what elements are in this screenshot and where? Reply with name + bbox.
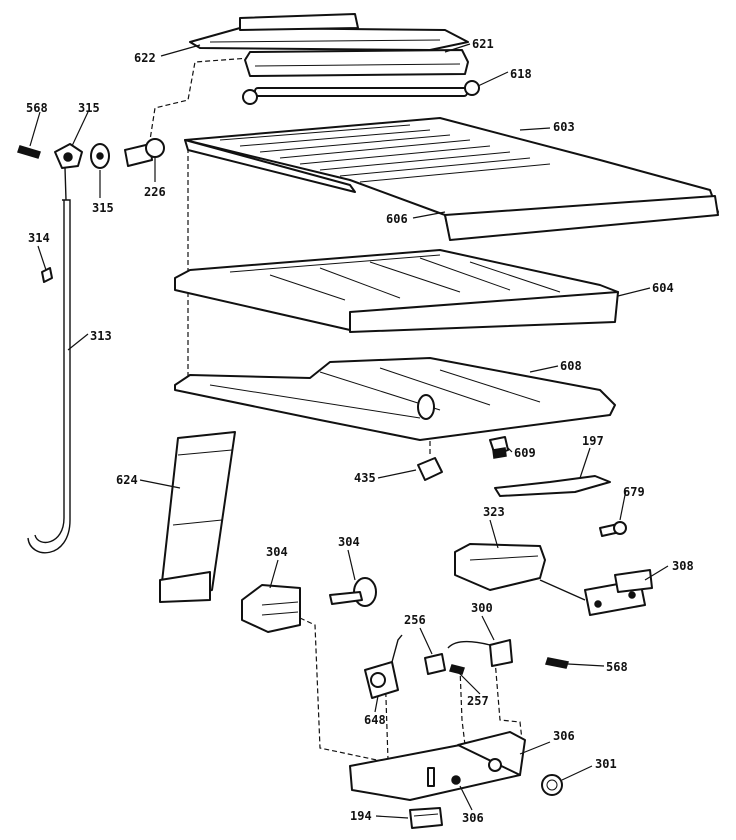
part-304-block [241, 584, 301, 633]
label-435: 435 [354, 471, 376, 485]
part-622-top-cover [189, 13, 469, 51]
label-606: 606 [386, 212, 408, 226]
part-304-damper [329, 577, 377, 607]
part-257-screw [449, 664, 465, 675]
leader-lines [29, 43, 669, 819]
label-315-bottom: 315 [92, 201, 114, 215]
part-323-bracket [454, 543, 586, 601]
part-568-screw-right [545, 657, 569, 669]
label-568-left: 568 [26, 101, 48, 115]
label-256: 256 [404, 613, 426, 627]
label-226: 226 [144, 185, 166, 199]
label-679: 679 [623, 485, 645, 499]
label-568-right: 568 [606, 660, 628, 674]
part-568-screw-left [17, 145, 41, 159]
label-621: 621 [472, 37, 494, 51]
label-306-top: 306 [553, 729, 575, 743]
part-306-housing [349, 731, 526, 801]
label-194: 194 [350, 809, 372, 823]
label-604: 604 [652, 281, 674, 295]
part-labels: 622 621 618 568 315 315 226 603 606 314 … [26, 37, 694, 825]
label-301: 301 [595, 757, 617, 771]
label-622: 622 [134, 51, 156, 65]
part-608-pan [174, 357, 616, 441]
label-323: 323 [483, 505, 505, 519]
label-315-top: 315 [78, 101, 100, 115]
label-618: 618 [510, 67, 532, 81]
part-621-rail [244, 49, 469, 77]
part-609-clip [489, 436, 509, 459]
label-306-bottom: 306 [462, 811, 484, 825]
label-603: 603 [553, 120, 575, 134]
label-257: 257 [467, 694, 489, 708]
part-256-switch [424, 653, 446, 675]
part-679-screw [599, 521, 627, 537]
part-301-knob [541, 774, 563, 796]
assembly-dash-lines [149, 57, 523, 767]
label-300: 300 [471, 601, 493, 615]
label-608: 608 [560, 359, 582, 373]
label-313: 313 [90, 329, 112, 343]
part-300-thermostat [447, 639, 513, 667]
part-315-washer [90, 143, 110, 169]
part-226-tube [124, 138, 165, 167]
part-603-shelf [184, 117, 719, 241]
label-197: 197 [582, 434, 604, 448]
label-308-right: 308 [672, 559, 694, 573]
part-313-drain-tube [27, 167, 71, 554]
part-618-rod [242, 80, 480, 105]
part-308-plate [584, 569, 653, 616]
label-648: 648 [364, 713, 386, 727]
part-194-pad [409, 807, 443, 829]
label-624: 624 [116, 473, 138, 487]
part-314-clip [41, 267, 53, 283]
shelf-603-ribs [219, 124, 551, 183]
part-604-shelf [174, 249, 619, 333]
part-315-fitting [54, 143, 83, 169]
label-304-left: 304 [266, 545, 288, 559]
label-609: 609 [514, 446, 536, 460]
part-648-motor [364, 634, 403, 699]
label-304-right: 304 [338, 535, 360, 549]
part-435-knob [417, 457, 443, 481]
part-624-panel [159, 431, 236, 603]
label-314: 314 [28, 231, 50, 245]
part-197-strip [494, 475, 611, 497]
